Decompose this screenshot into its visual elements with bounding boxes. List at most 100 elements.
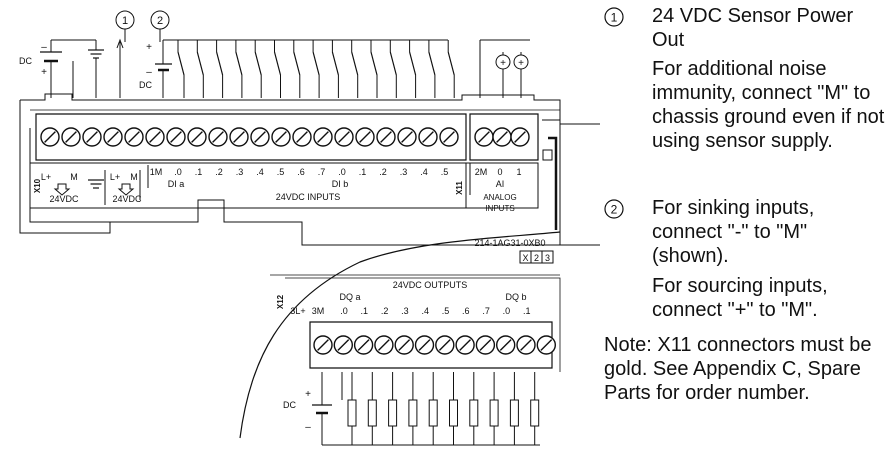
notes-panel: 1 24 VDC Sensor Power Out For additional… xyxy=(604,0,886,457)
screw-slot-icon xyxy=(514,131,526,143)
screw-slot-icon xyxy=(86,131,98,143)
screw-slot-icon xyxy=(254,131,266,143)
analog-label: ANALOG xyxy=(483,193,516,202)
inputs-label: 24VDC INPUTS xyxy=(276,192,341,202)
sensor-power-label-2: 24VDC xyxy=(112,194,142,204)
output-term-label: .2 xyxy=(381,306,389,316)
load-resistor-icon xyxy=(449,399,458,427)
screw-slot-icon xyxy=(337,339,350,351)
screw-slot-icon xyxy=(422,131,434,143)
screw-slot-icon xyxy=(520,339,532,351)
input-term-label: .0 xyxy=(338,167,346,177)
load-resistor-icon xyxy=(408,399,418,427)
screw-slot-icon xyxy=(496,131,508,143)
version-box-label: 3 xyxy=(545,253,550,263)
screw-slot-icon xyxy=(478,131,490,143)
output-term-label: .7 xyxy=(482,306,490,316)
output-term-label: .0 xyxy=(340,306,348,316)
dc-label-outputs: DC xyxy=(283,400,296,410)
load-resistor-icon xyxy=(428,399,438,427)
sensor-label-m-2: M xyxy=(130,172,138,182)
arrow-down-icon xyxy=(117,183,135,196)
current-source-sign: + xyxy=(518,58,524,69)
screw-slot-icon xyxy=(317,131,329,143)
input-term-label: .5 xyxy=(277,167,285,177)
screw-slot-icon xyxy=(170,131,182,143)
current-source-sign: + xyxy=(500,58,506,69)
connector-x11-label: X11 xyxy=(455,181,464,195)
output-term-label: .0 xyxy=(503,306,511,316)
input-term-label: .5 xyxy=(441,167,449,177)
screw-slot-icon xyxy=(359,131,371,143)
input-term-label: .4 xyxy=(256,167,264,177)
screw-slot-icon xyxy=(479,339,492,351)
ground-icon xyxy=(88,179,104,189)
screw-slot-icon xyxy=(107,131,119,143)
version-box xyxy=(541,250,554,264)
current-source-icon xyxy=(513,54,529,70)
input-term-label: .0 xyxy=(174,167,182,177)
screw-slot-icon xyxy=(233,131,245,143)
input-term-label: .3 xyxy=(400,167,408,177)
screw-slot-icon xyxy=(296,131,308,143)
input-term-label: .1 xyxy=(195,167,203,177)
screw-slot-icon xyxy=(459,339,471,351)
note-1-title: 24 VDC Sensor Power Out xyxy=(652,5,854,51)
screw-slot-icon xyxy=(65,131,77,143)
connector-x12-label: X12 xyxy=(276,294,285,309)
dq-a-label: DQ a xyxy=(339,292,360,302)
ground-icon xyxy=(88,49,104,59)
screw-slot-icon xyxy=(317,339,329,351)
callout-number: 1 xyxy=(122,15,128,27)
note-1-detail: For additional noise immunity, connect "… xyxy=(652,58,885,152)
dc-label-inputs: DC xyxy=(139,80,152,90)
svg-text:2: 2 xyxy=(611,203,618,217)
note-2-sinking: For sinking inputs, connect "-" to "M" (… xyxy=(652,197,815,267)
screw-slot-icon xyxy=(540,339,553,351)
load-resistor-icon xyxy=(367,399,377,427)
load-resistor-icon xyxy=(530,399,540,427)
plus-label-2: + xyxy=(146,42,152,53)
callout-circle-icon xyxy=(150,10,170,30)
output-term-label: .6 xyxy=(462,306,470,316)
ai-label: AI xyxy=(496,179,505,189)
input-term-label: .1 xyxy=(359,167,367,177)
input-term-label: .7 xyxy=(318,167,326,177)
screw-slot-icon xyxy=(128,131,140,143)
screw-slot-icon xyxy=(149,131,161,143)
input-common-label: 1M xyxy=(150,167,163,177)
output-term-label: .3 xyxy=(401,306,409,316)
note-2-sourcing: For sourcing inputs, connect "+" to "M". xyxy=(652,275,828,321)
screw-slot-icon xyxy=(499,339,512,351)
output-common-label-3m: 3M xyxy=(312,306,325,316)
callout-circle-icon xyxy=(115,10,135,30)
screw-slot-icon xyxy=(338,131,350,143)
callout-circle-icon: 1 xyxy=(604,7,624,27)
current-source-icon xyxy=(495,54,511,70)
screw-slot-icon xyxy=(380,131,392,143)
screw-slot-icon xyxy=(275,131,287,143)
part-number: 214-1AG31-0XB0 xyxy=(474,238,545,248)
connector-x10-label: X10 xyxy=(33,178,42,193)
wiring-lines xyxy=(19,29,600,446)
plus-label: + xyxy=(41,67,47,78)
screw-slot-icon xyxy=(378,339,390,351)
screw-slot-icon xyxy=(401,131,413,143)
input-term-label: .2 xyxy=(379,167,387,177)
load-resistor-icon xyxy=(469,399,479,427)
version-box-label: X xyxy=(522,253,528,263)
analog-inputs-label: INPUTS xyxy=(485,204,514,213)
dq-b-label: DQ b xyxy=(505,292,526,302)
version-box-label: 2 xyxy=(534,253,539,263)
screw-slot-icon xyxy=(398,339,411,351)
svg-text:1: 1 xyxy=(611,11,618,25)
screw-slot-icon xyxy=(212,131,224,143)
screw-slot-icon xyxy=(438,339,451,351)
output-term-label: .1 xyxy=(361,306,369,316)
analog-term-label: 2M xyxy=(475,167,488,177)
callout-circle-icon: 2 xyxy=(604,199,624,219)
load-resistor-icon xyxy=(388,399,398,427)
di-b-label: DI b xyxy=(332,179,349,189)
output-term-label: .5 xyxy=(442,306,450,316)
